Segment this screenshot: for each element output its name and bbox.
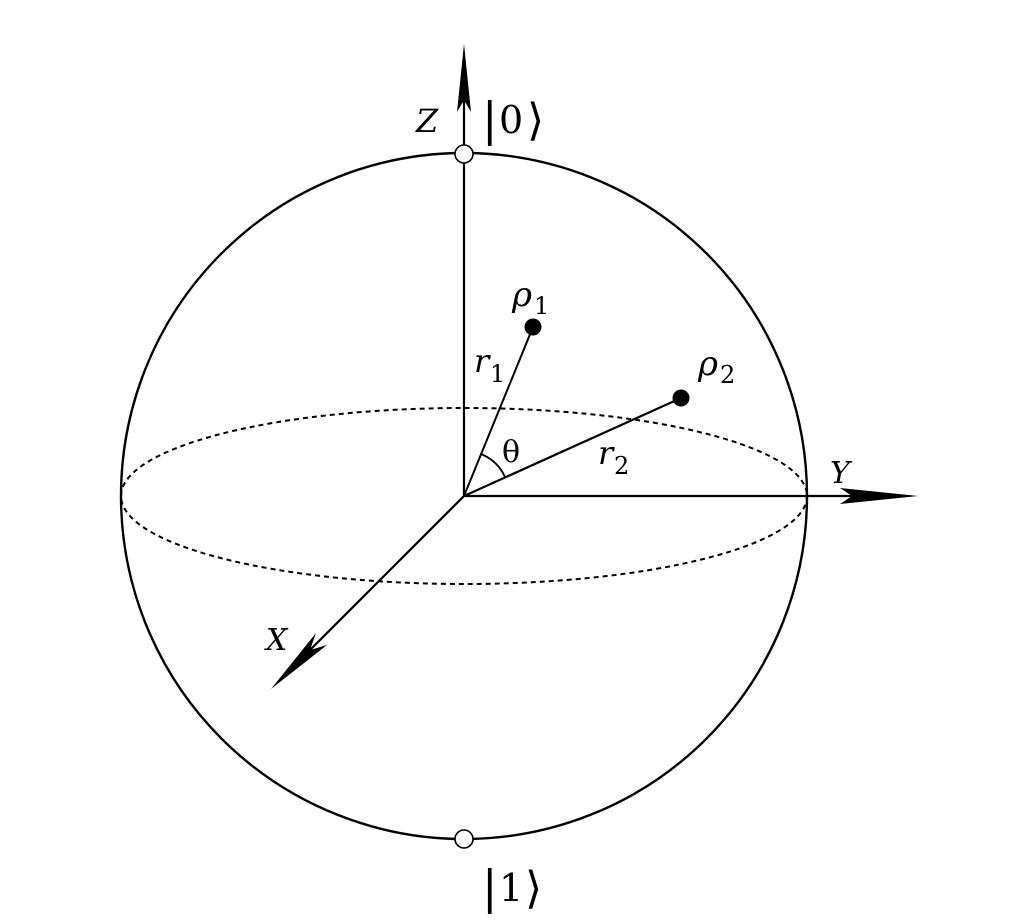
r1-label: r 1	[474, 342, 505, 388]
r1-subscript: 1	[490, 360, 505, 388]
north-ket-bar: |	[482, 92, 498, 146]
rho1-label: ρ 1	[511, 275, 549, 320]
north-pole-ket: | 0 ⟩	[482, 92, 544, 146]
north-pole-marker	[454, 144, 474, 164]
y-axis-label: Y	[830, 456, 853, 491]
south-ket-bracket: ⟩	[525, 863, 542, 914]
south-ket-bar: |	[482, 860, 498, 914]
south-pole-marker	[454, 829, 474, 849]
state-point-rho2	[672, 389, 690, 407]
r2-label: r 2	[598, 434, 629, 480]
rho1-subscript: 1	[534, 292, 549, 320]
r2-symbol: r	[598, 434, 615, 472]
north-ket-bracket: ⟩	[527, 95, 544, 146]
rho2-symbol: ρ	[697, 344, 718, 384]
state-point-rho1	[524, 318, 542, 336]
vector-r2	[463, 396, 682, 498]
rho2-subscript: 2	[720, 361, 735, 389]
rho1-symbol: ρ	[511, 275, 532, 315]
south-ket-digit: 1	[499, 866, 523, 910]
z-axis-arrowhead	[457, 44, 471, 112]
y-axis-arrowhead	[840, 488, 918, 504]
x-axis-label: X	[264, 623, 289, 658]
vector-r1	[463, 326, 534, 497]
r2-subscript: 2	[614, 452, 629, 480]
x-axis	[304, 495, 465, 656]
rho2-label: ρ 2	[697, 344, 735, 389]
south-pole-ket: | 1 ⟩	[482, 860, 542, 914]
z-axis-label: Z	[415, 102, 439, 140]
x-axis-arrowhead	[271, 633, 327, 689]
r1-symbol: r	[474, 342, 491, 380]
theta-label: θ	[502, 435, 520, 470]
north-ket-digit: 0	[499, 98, 523, 142]
theta-arc	[480, 453, 506, 478]
